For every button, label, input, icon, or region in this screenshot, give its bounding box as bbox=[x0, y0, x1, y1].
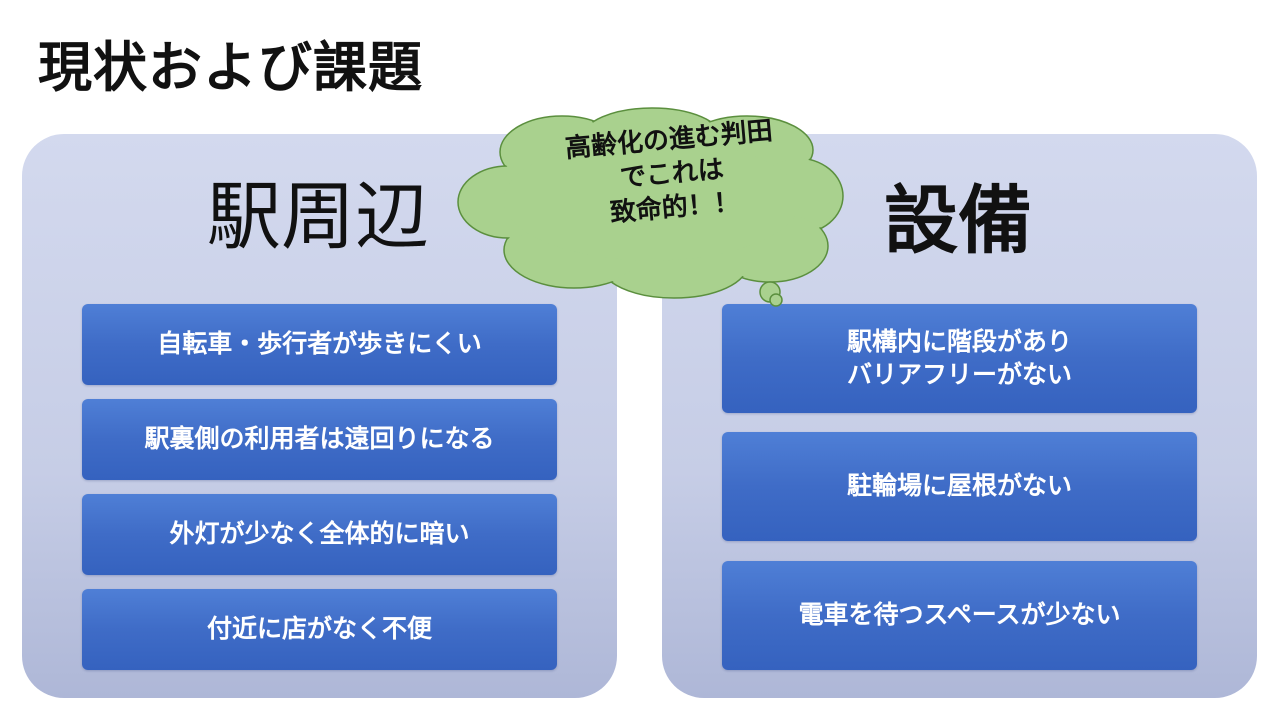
thought-cloud-callout bbox=[457, 107, 844, 307]
cloud-fill-overlay bbox=[459, 109, 842, 297]
panel-heading-station-area: 駅周辺 bbox=[207, 174, 429, 260]
slide-title: 現状および課題 bbox=[38, 36, 423, 99]
issue-box-barrier-free: 駅構内に階段があり バリアフリーがない bbox=[722, 304, 1197, 413]
issue-box-lighting: 外灯が少なく全体的に暗い bbox=[82, 494, 557, 575]
issue-box-detour: 駅裏側の利用者は遠回りになる bbox=[82, 399, 557, 480]
issue-box-shops: 付近に店がなく不便 bbox=[82, 589, 557, 670]
issue-box-waiting-space: 電車を待つスペースが少ない bbox=[722, 561, 1197, 670]
issue-box-bike-roof: 駐輪場に屋根がない bbox=[722, 432, 1197, 541]
panel-heading-facilities: 設備 bbox=[884, 178, 1032, 264]
issue-box-walkability: 自転車・歩行者が歩きにくい bbox=[82, 304, 557, 385]
